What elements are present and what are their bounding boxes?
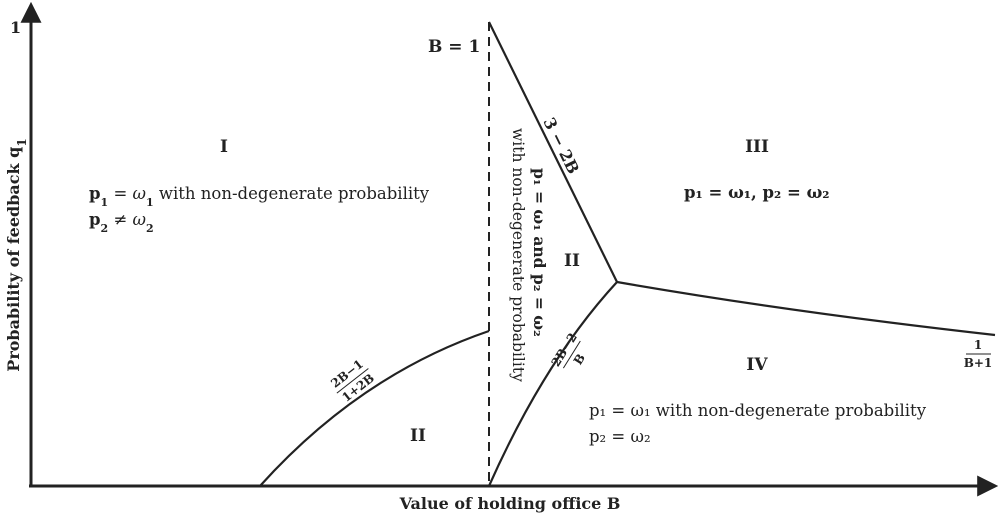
region-iii-text: p₁ = ω₁, p₂ = ω₂ [684,183,830,202]
region-iv-line2: p₂ = ω₂ [589,427,651,446]
region-iii: III p₁ = ω₁, p₂ = ω₂ [684,137,830,202]
svg-text:B: B [571,351,588,367]
region-ii-top: p₁ = ω₁ and p₂ = ω₂ with non-degenerate … [509,128,580,382]
y-axis-top-tick: 1 [10,18,21,37]
two-b-minus-two-over-b-curve [487,281,618,487]
two-b-minus-two-over-b-label: 2B−2 B [549,330,589,369]
region-i-line1: p1 = ω1 with non-degenerate probability [89,184,430,209]
region-i-line2: p2 ≠ ω2 [89,210,154,235]
two-b-minus-one-over-one-plus-two-b-curve [259,329,490,487]
region-iv-label: IV [746,355,768,375]
y-axis-label: Probability of feedback q1 [4,138,29,371]
two-b-minus-one-over-one-plus-two-b-label: 2B−1 1+2B [328,357,377,405]
region-ii-top-probability: with non-degenerate probability [509,128,527,382]
x-axis-label: Value of holding office B [399,494,621,513]
region-iii-label: III [745,137,769,157]
region-ii-top-condition: p₁ = ω₁ and p₂ = ω₂ [530,168,549,337]
svg-text:1: 1 [974,338,982,352]
region-ii-top-label: II [564,251,580,271]
one-over-b-plus-one-label: 1 B+1 [964,338,993,370]
region-iv-line1: p₁ = ω₁ with non-degenerate probability [589,401,927,420]
one-over-b-plus-one-curve [616,280,996,337]
region-iv: IV p₁ = ω₁ with non-degenerate probabili… [589,355,927,446]
svg-text:B+1: B+1 [964,356,993,370]
region-ii-bottom-label: II [410,426,426,446]
region-i-label: I [220,137,228,157]
b-equals-one-label: B = 1 [428,37,480,57]
three-minus-2b-line [488,21,618,283]
region-i: I p1 = ω1 with non-degenerate probabilit… [89,137,430,235]
